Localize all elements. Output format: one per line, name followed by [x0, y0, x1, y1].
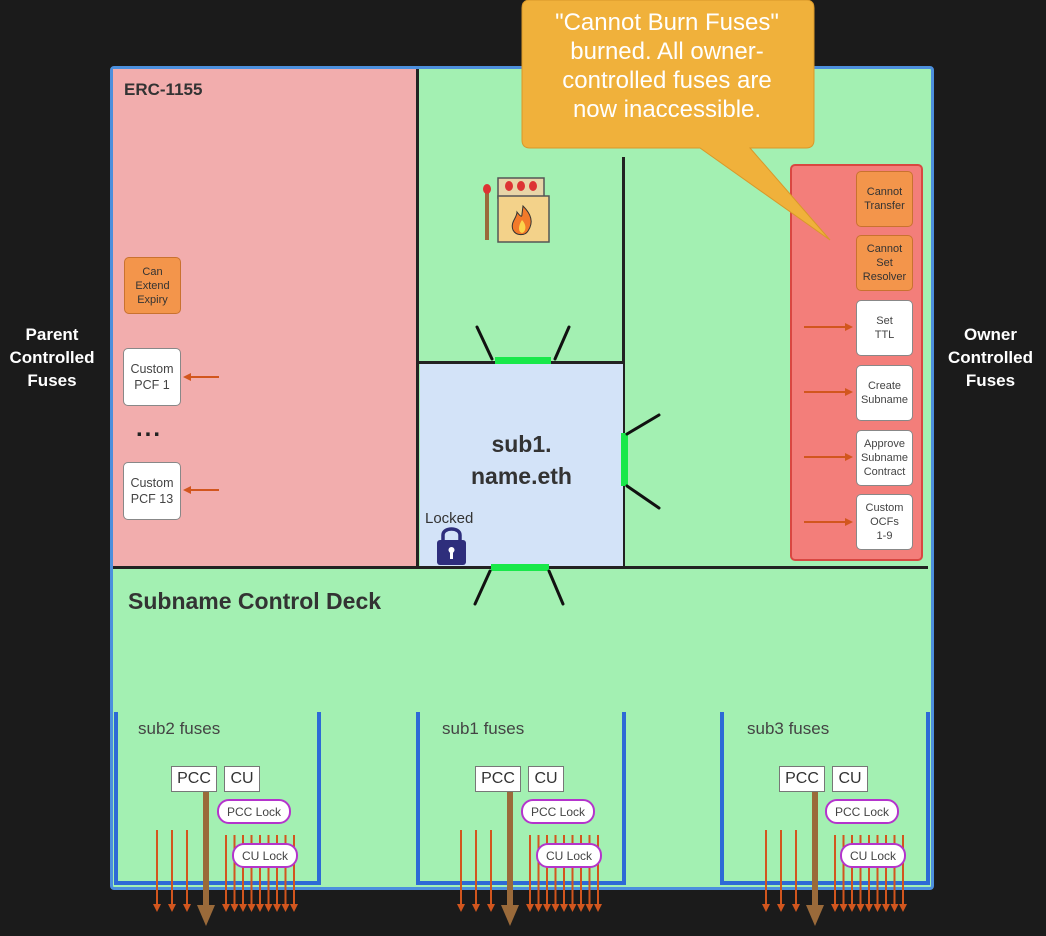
- sub1-fuses-label: sub1 fuses: [442, 719, 525, 738]
- subname-control-deck-title: Subname Control Deck: [128, 588, 382, 614]
- highlight-top: [495, 357, 551, 364]
- cannot-transfer-fuse: Cannot Transfer: [856, 171, 913, 227]
- highlight-bottom: [491, 564, 549, 571]
- callout-bubble: [521, 0, 831, 241]
- ocf-arrows: [804, 323, 853, 526]
- custom-pcf-1-fuse: Custom PCF 1: [123, 348, 181, 406]
- sub2-cu-lock: CU Lock: [232, 843, 298, 868]
- sub3-pcc-box: PCC: [779, 766, 825, 792]
- pcf-arrows: [183, 373, 219, 494]
- create-subname-fuse: Create Subname: [856, 365, 913, 421]
- sub3-fuses-label: sub3 fuses: [747, 719, 830, 738]
- sub3-trunk-head: [806, 905, 824, 926]
- can-extend-expiry-fuse: Can Extend Expiry: [124, 257, 181, 314]
- sub1-name-box: [420, 364, 623, 566]
- sub3-cu-box: CU: [832, 766, 868, 792]
- fuse-trees: [153, 790, 907, 926]
- sub1-cu-lock: CU Lock: [536, 843, 602, 868]
- deck-boundaries: [114, 712, 930, 885]
- owner-controlled-fuses-label: Owner Controlled Fuses: [948, 325, 1033, 390]
- sub1-trunk-head: [501, 905, 519, 926]
- sub2-fuses-label: sub2 fuses: [138, 719, 221, 738]
- sub2-trunk-head: [197, 905, 215, 926]
- sub2-pcc-lock: PCC Lock: [217, 799, 291, 824]
- lock-icon: [437, 527, 466, 565]
- parent-controlled-fuses-label: Parent Controlled Fuses: [9, 325, 95, 390]
- ellipsis: ...: [136, 415, 163, 442]
- callout-text: "Cannot Burn Fuses" burned. All owner- c…: [555, 9, 779, 123]
- locked-label: Locked: [425, 510, 474, 527]
- sub3-pcc-lock: PCC Lock: [825, 799, 899, 824]
- sub1-name-label: sub1. name.eth: [471, 431, 572, 489]
- sub1-cu-box: CU: [528, 766, 564, 792]
- sub1-pcc-box: PCC: [475, 766, 521, 792]
- divider-erc: [416, 69, 419, 567]
- matchbox-icon: [483, 177, 550, 243]
- sub3-cu-lock: CU Lock: [840, 843, 906, 868]
- erc1155-title: ERC-1155: [124, 80, 203, 99]
- sub2-pcc-box: PCC: [171, 766, 217, 792]
- sub2-cu-box: CU: [224, 766, 260, 792]
- custom-pcf-13-fuse: Custom PCF 13: [123, 462, 181, 520]
- spike-lines: [473, 325, 661, 606]
- set-ttl-fuse: Set TTL: [856, 300, 913, 356]
- custom-ocfs-fuse: Custom OCFs 1-9: [856, 494, 913, 550]
- cannot-set-resolver-fuse: Cannot Set Resolver: [856, 235, 913, 291]
- highlight-right: [621, 433, 628, 486]
- approve-subname-contract-fuse: Approve Subname Contract: [856, 430, 913, 486]
- sub1-pcc-lock: PCC Lock: [521, 799, 595, 824]
